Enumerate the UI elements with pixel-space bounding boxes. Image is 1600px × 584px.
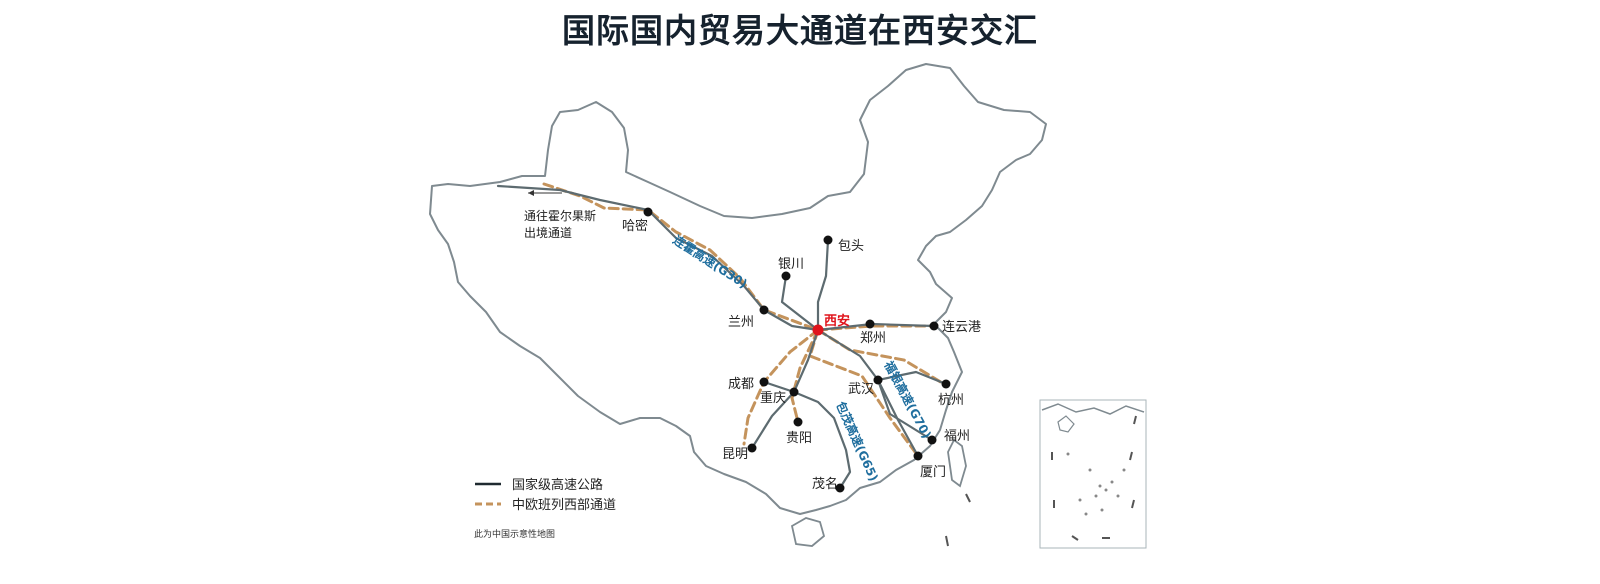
city-label-zhengzhou: 郑州 <box>860 331 886 346</box>
city-dots <box>643 207 951 493</box>
legend: 国家级高速公路 中欧班列西部通道 <box>475 477 616 513</box>
city-dot-xian <box>812 324 824 336</box>
route-label-g30: 连霍高速(G30) <box>670 232 750 291</box>
city-dot-yinchuan <box>781 271 791 281</box>
city-label-hangzhou: 杭州 <box>938 393 964 408</box>
city-dot-xiamen <box>913 451 923 461</box>
city-label-lianyungang: 连云港 <box>942 319 981 335</box>
highway-g65 <box>792 328 852 490</box>
city-dot-wuhan <box>873 375 883 385</box>
city-label-xiamen: 厦门 <box>920 465 946 480</box>
taiwan-outline <box>947 438 967 488</box>
highway-kunming <box>750 390 796 450</box>
city-label-xian: 西安 <box>824 313 850 329</box>
city-dot-kunming <box>747 443 757 453</box>
city-label-maoming: 茂名 <box>812 476 838 492</box>
city-label-fuzhou: 福州 <box>944 429 970 444</box>
city-dot-lanzhou <box>759 305 769 315</box>
city-dot-zhengzhou <box>865 319 875 329</box>
city-dot-baotou <box>823 235 833 245</box>
highway-baotou <box>816 238 830 332</box>
sea-dash-marks <box>945 493 971 547</box>
city-dot-chongqing <box>789 387 799 397</box>
highway-wuhan-hangzhou <box>876 370 948 386</box>
westward-arrow <box>528 190 562 196</box>
city-label-yinchuan: 银川 <box>778 257 804 272</box>
city-label-baotou: 包头 <box>838 239 864 254</box>
hainan-outline <box>790 517 826 547</box>
rail-west <box>542 182 820 332</box>
legend-highway-label: 国家级高速公路 <box>512 477 603 493</box>
rail-guiyang <box>790 328 820 424</box>
horgos-note-line1: 通往霍尔果斯 <box>524 208 596 223</box>
highway-lines <box>496 184 948 490</box>
city-label-kunming: 昆明 <box>722 447 748 462</box>
city-dot-hami <box>643 207 653 217</box>
route-label-g65: 包茂高速(G65) <box>833 398 882 483</box>
highway-g30 <box>496 184 936 332</box>
highway-yinchuan <box>780 274 820 332</box>
map-disclaimer: 此为中国示意性地图 <box>474 528 555 540</box>
city-label-chongqing: 重庆 <box>760 390 786 406</box>
horgos-note-line2: 出境通道 <box>524 225 572 240</box>
legend-rail-label: 中欧班列西部通道 <box>512 498 616 513</box>
highway-xiamen <box>876 378 920 458</box>
city-label-hami: 哈密 <box>622 218 648 234</box>
city-dot-maoming <box>835 483 845 493</box>
city-dot-lianyungang <box>929 321 939 331</box>
city-label-chengdu: 成都 <box>728 377 754 392</box>
south-china-sea-inset <box>1039 399 1147 549</box>
city-dot-fuzhou <box>927 435 937 445</box>
city-label-guiyang: 贵阳 <box>786 431 812 446</box>
city-dot-guiyang <box>793 417 803 427</box>
page-title: 国际国内贸易大通道在西安交汇 <box>562 11 1038 50</box>
country-outline <box>429 63 1047 515</box>
city-dot-hangzhou <box>941 379 951 389</box>
city-label-lanzhou: 兰州 <box>728 315 754 330</box>
city-label-wuhan: 武汉 <box>848 382 874 397</box>
route-label-g70: 福银高速(G70) <box>881 357 935 440</box>
city-dot-chengdu <box>759 377 769 387</box>
highway-chengdu-chongqing <box>762 380 796 394</box>
